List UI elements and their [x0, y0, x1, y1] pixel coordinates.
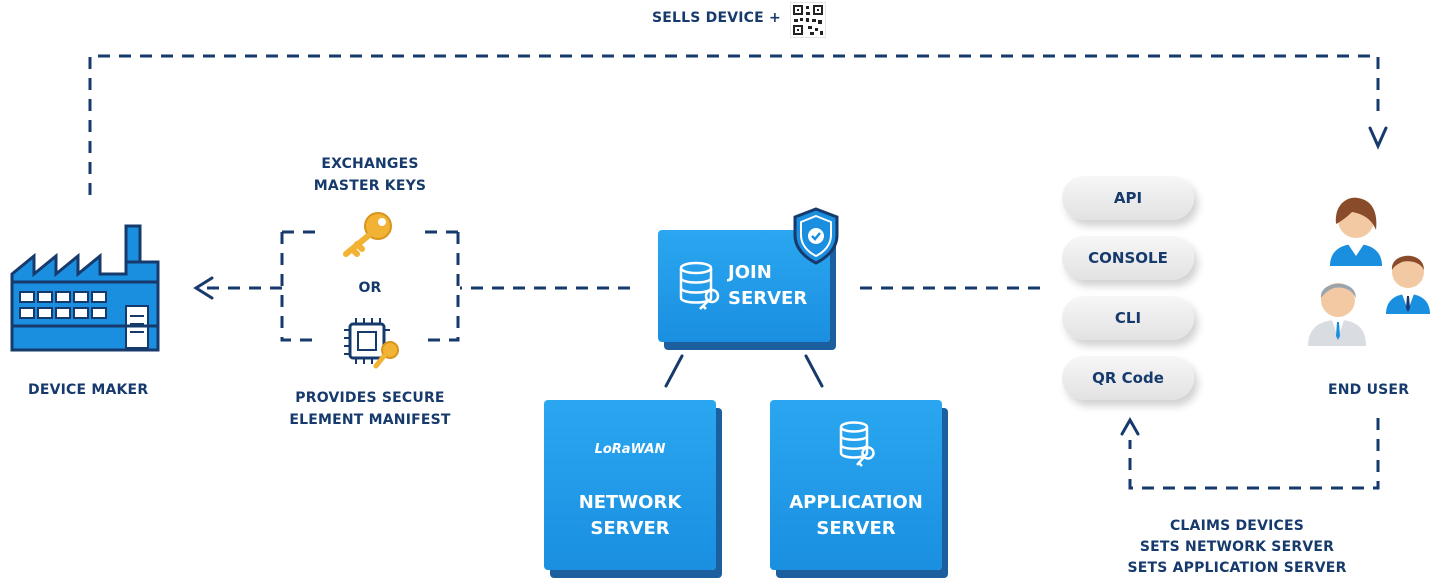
- keys-bracket-left: [280, 230, 318, 342]
- exchanges-label: EXCHANGES: [321, 156, 419, 172]
- network-server-line2: SERVER: [590, 518, 670, 539]
- end-user-label: END USER: [1328, 382, 1410, 398]
- shield-check-icon: [793, 207, 839, 265]
- user-woman-icon: [1330, 197, 1382, 266]
- database-key-icon: [679, 261, 720, 310]
- or-label: OR: [358, 280, 382, 296]
- console-button[interactable]: CONSOLE: [1062, 236, 1194, 280]
- network-server-box: LoRaWAN NETWORK SERVER: [544, 400, 716, 570]
- qr-code-icon: [790, 2, 826, 38]
- factory-icon: [10, 224, 160, 352]
- user-return-line: [1128, 418, 1380, 490]
- qr-code-button[interactable]: QR Code: [1062, 356, 1194, 400]
- application-server-line2: SERVER: [816, 518, 896, 539]
- arrow-down-icon: [1368, 126, 1388, 150]
- device-maker-label: DEVICE MAKER: [28, 382, 149, 398]
- sells-device-label: SELLS DEVICE +: [652, 10, 781, 26]
- users-icon: [1308, 197, 1430, 346]
- application-server-line1: APPLICATION: [789, 492, 923, 513]
- join-to-network-line: [664, 354, 684, 388]
- master-keys-label: MASTER KEYS: [313, 178, 427, 194]
- manifest-label: ELEMENT MANIFEST: [289, 412, 451, 428]
- arrow-up-icon: [1120, 416, 1140, 436]
- arrow-left-icon: [193, 276, 214, 300]
- sets-application-server-label: SETS APPLICATION SERVER: [1127, 560, 1347, 576]
- api-button[interactable]: API: [1062, 176, 1194, 220]
- top-loop-line: [88, 54, 1380, 195]
- sets-network-server-label: SETS NETWORK SERVER: [1139, 539, 1335, 555]
- join-to-application-line: [804, 354, 824, 388]
- user-man-icon: [1386, 255, 1430, 314]
- join-server-line2: SERVER: [728, 288, 808, 309]
- provides-label: PROVIDES SECURE: [295, 390, 445, 406]
- lorawan-logo: LoRaWAN: [594, 442, 666, 457]
- key-icon: [343, 212, 392, 257]
- keys-bracket-right: [420, 230, 460, 342]
- cli-button[interactable]: CLI: [1062, 296, 1194, 340]
- user-man-grey-icon: [1308, 283, 1366, 346]
- join-server-line1: JOIN: [728, 262, 772, 283]
- claims-devices-label: CLAIMS DEVICES: [1169, 518, 1305, 534]
- secure-element-chip-icon: [344, 318, 399, 369]
- application-server-box: APPLICATION SERVER: [770, 400, 942, 570]
- network-server-line1: NETWORK: [578, 492, 682, 513]
- database-key-icon: [839, 421, 875, 467]
